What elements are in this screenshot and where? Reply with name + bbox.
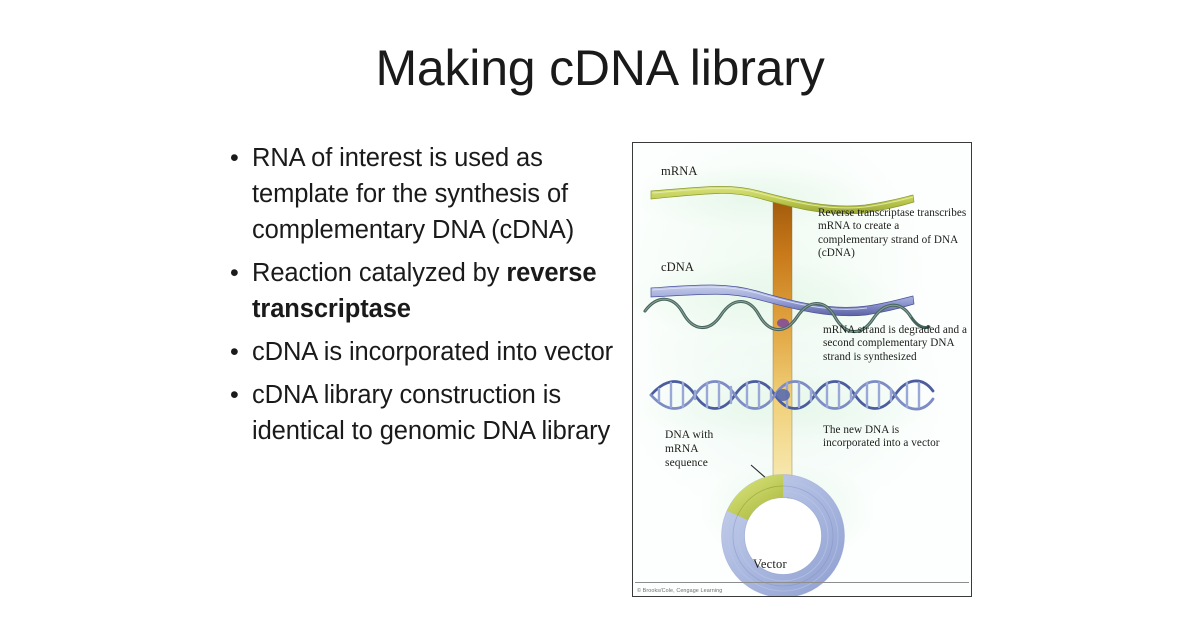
list-item: • cDNA library construction is identical…	[222, 377, 622, 449]
figure-label-dna-with-mrna-sequence: DNA with mRNA sequence	[665, 429, 714, 469]
mrna-strand-graphic	[650, 186, 915, 215]
bullet-text-rna-template: RNA of interest is used as template for …	[252, 144, 575, 244]
list-item: • Reaction catalyzed by reverse transcri…	[222, 255, 622, 327]
bullet-marker-icon: •	[230, 338, 239, 366]
cdna-synthesis-diagram	[633, 164, 935, 596]
dna-double-helix-graphic	[649, 379, 935, 411]
bullet-text-reaction-lead: Reaction catalyzed by	[252, 259, 507, 287]
figure-annotation-step3: The new DNA is incorporated into a vecto…	[823, 424, 940, 450]
bullet-marker-icon: •	[230, 144, 239, 172]
bullet-marker-icon: •	[230, 259, 239, 287]
list-item: • cDNA is incorporated into vector	[222, 334, 622, 370]
bullet-text-library-construction: cDNA library construction is identical t…	[252, 381, 611, 445]
figure-label-mrna: mRNA	[661, 164, 698, 178]
figure-credit: © Brooks/Cole, Cengage Learning	[637, 588, 723, 594]
credit-divider	[635, 582, 969, 583]
bullet-text-reaction-catalyzed: Reaction catalyzed by reverse transcript…	[252, 255, 622, 327]
cdna-ribbon-graphic	[650, 284, 915, 317]
list-item: • RNA of interest is used as template fo…	[222, 140, 622, 248]
figure-annotation-step2: mRNA strand is degraded and a second com…	[823, 324, 968, 363]
mrna-template-wave-graphic	[643, 297, 931, 334]
bullet-list: • RNA of interest is used as template fo…	[222, 140, 622, 456]
cdna-synthesis-figure: mRNA cDNA Reverse transcriptase transcri…	[632, 142, 972, 597]
bullet-text-cdna-vector: cDNA is incorporated into vector	[252, 338, 614, 366]
bullet-text-reverse-transcriptase: reverse transcriptase	[252, 259, 597, 323]
figure-label-vector: Vector	[753, 557, 787, 571]
figure-label-cdna: cDNA	[661, 260, 695, 274]
figure-annotation-step1: Reverse transcriptase transcribes mRNA t…	[818, 207, 967, 260]
bullet-marker-icon: •	[230, 381, 239, 409]
vector-plasmid-graphic	[721, 474, 845, 596]
figure-canvas: mRNA cDNA Reverse transcriptase transcri…	[633, 143, 971, 596]
page-title: Making cDNA library	[375, 40, 825, 96]
